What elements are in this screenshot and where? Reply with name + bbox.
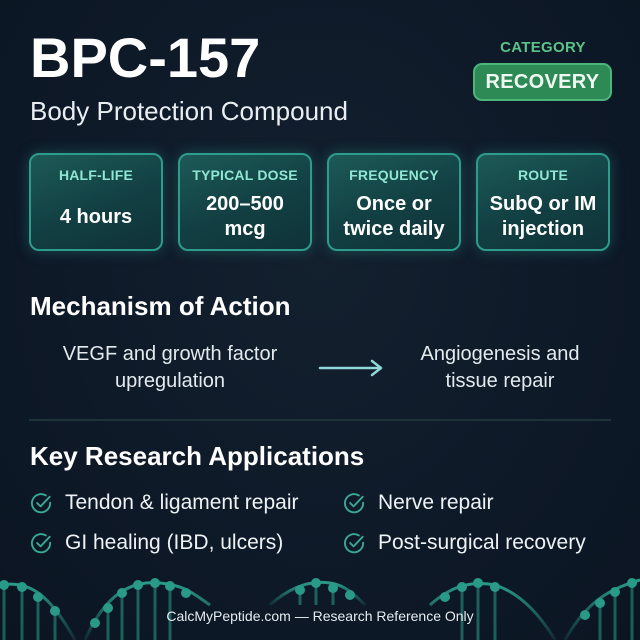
application-item: Tendon & ligament repair <box>30 491 298 515</box>
card-label: TYPICAL DOSE <box>192 167 298 183</box>
card-typical-dose: TYPICAL DOSE 200–500 mcg <box>178 153 312 251</box>
card-half-life: HALF-LIFE 4 hours <box>29 153 163 251</box>
check-circle-icon <box>343 532 365 553</box>
page-title: BPC-157 <box>30 26 261 89</box>
mechanism-cause: VEGF and growth factor upregulation <box>62 343 278 392</box>
dna-helix-decoration <box>0 578 640 640</box>
application-item: GI healing (IBD, ulcers) <box>30 531 283 555</box>
arrow-right-icon <box>318 359 383 377</box>
mechanism-title: Mechanism of Action <box>30 291 291 321</box>
card-frequency: FREQUENCY Once or twice daily <box>327 153 461 251</box>
category-badge: RECOVERY <box>473 63 612 101</box>
footer-text: CalcMyPeptide.com — Research Reference O… <box>166 608 474 624</box>
application-item: Nerve repair <box>343 491 494 515</box>
check-circle-icon <box>30 492 52 513</box>
application-label: Nerve repair <box>378 491 494 514</box>
mechanism-effect: Angiogenesis and tissue repair <box>420 343 580 392</box>
applications-title: Key Research Applications <box>30 441 365 471</box>
card-value: 200–500 mcg <box>206 193 284 240</box>
card-route: ROUTE SubQ or IM injection <box>476 153 610 251</box>
check-circle-icon <box>30 532 52 553</box>
application-label: Post-surgical recovery <box>378 531 586 554</box>
page-subtitle: Body Protection Compound <box>30 96 348 126</box>
check-circle-icon <box>343 492 365 513</box>
card-value: 4 hours <box>59 205 133 228</box>
application-item: Post-surgical recovery <box>343 531 586 555</box>
card-label: ROUTE <box>518 167 568 183</box>
card-value: SubQ or IM injection <box>489 193 597 240</box>
application-label: GI healing (IBD, ulcers) <box>65 531 284 554</box>
section-divider <box>29 419 611 421</box>
category-label: CATEGORY <box>500 39 586 56</box>
card-label: FREQUENCY <box>349 167 439 183</box>
card-label: HALF-LIFE <box>58 167 134 183</box>
application-label: Tendon & ligament repair <box>65 491 299 514</box>
card-value: Once or twice daily <box>343 193 445 240</box>
